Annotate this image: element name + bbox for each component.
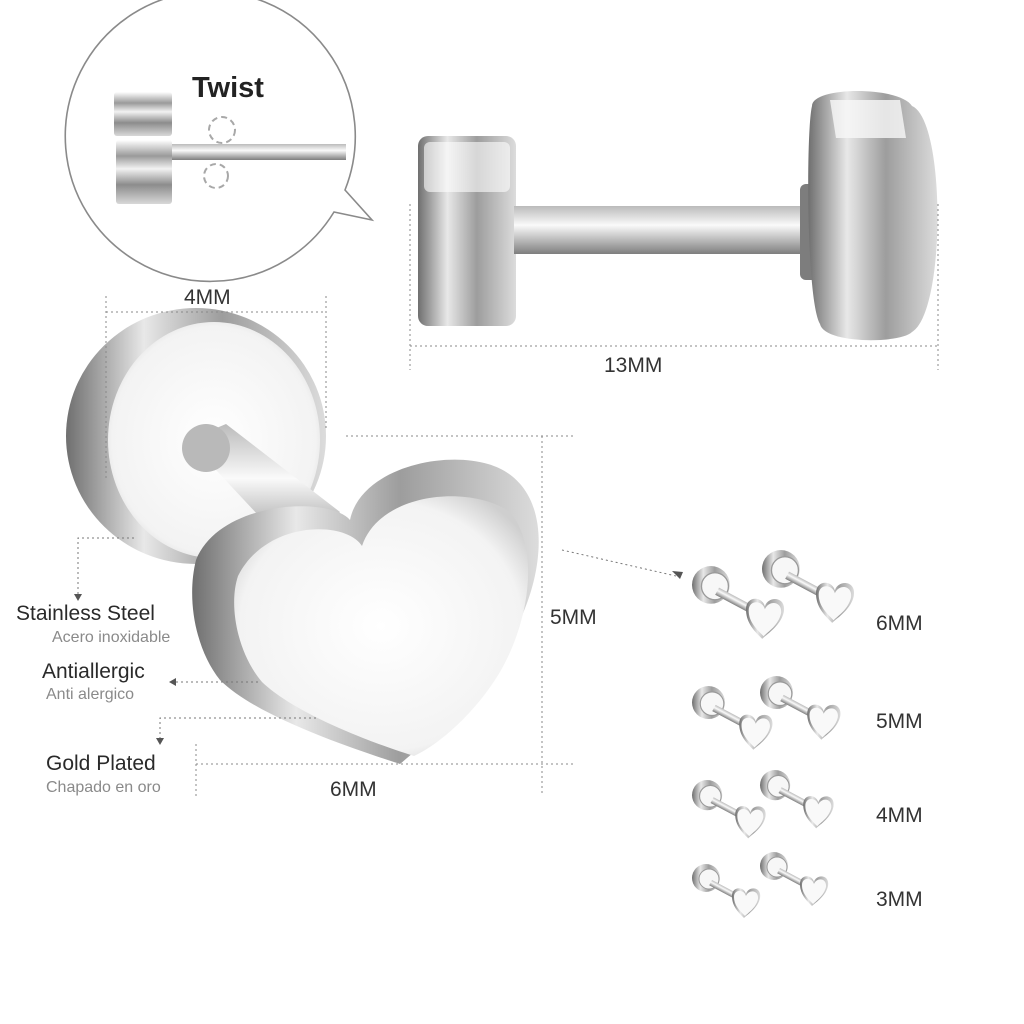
callout-stud-detail [114,92,346,204]
dimension-lines-large [105,296,576,796]
size-4mm-studs [691,769,835,839]
pointer-arrowheads [74,571,683,745]
feature-gold-plated-sub: Chapado en oro [46,779,161,796]
feature-pointers [77,537,677,740]
twist-callout-bubble [64,0,375,283]
dimension-6mm-label: 6MM [330,778,377,801]
dimension-4mm-label: 4MM [184,286,231,309]
dimension-line-13mm [409,204,939,370]
size-5mm-studs [691,675,842,751]
feature-stainless-steel: Stainless Steel [16,602,155,625]
twist-label: Twist [192,72,264,104]
feature-antiallergic-sub: Anti alergico [46,686,135,703]
rotation-arrow-icon [203,163,229,189]
size-label-4mm: 4MM [876,804,923,827]
rotation-arrow-icon [208,116,236,144]
dimension-5mm-label: 5MM [550,606,597,629]
size-3mm-studs [691,851,829,919]
dimension-13mm-label: 13MM [604,354,663,377]
feature-antiallergic: Antiallergic [42,660,145,683]
feature-stainless-steel-sub: Acero inoxidable [52,629,171,646]
feature-gold-plated: Gold Plated [46,752,156,775]
size-label-3mm: 3MM [876,888,923,911]
side-view-stud [418,91,938,341]
size-6mm-studs [691,549,855,640]
large-stud-heart [192,459,539,764]
size-label-5mm: 5MM [876,710,923,733]
size-label-6mm: 6MM [876,612,923,635]
